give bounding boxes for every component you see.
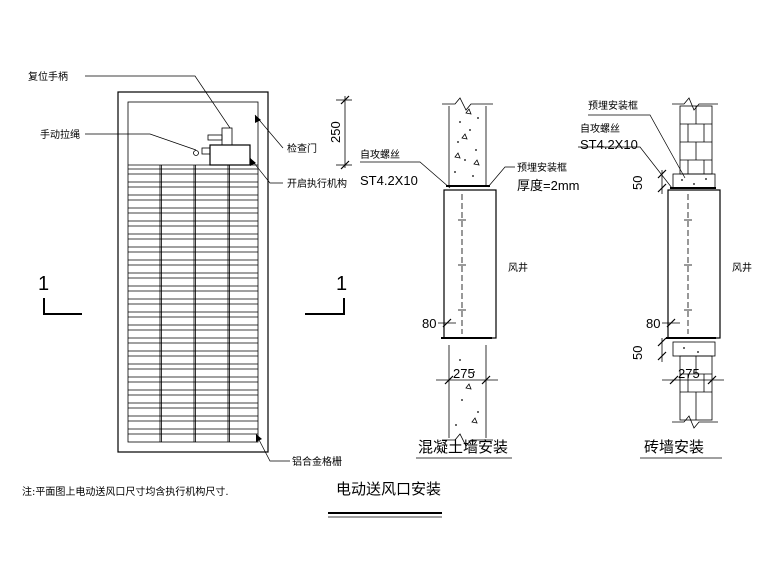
leader-screw-brick	[578, 146, 673, 189]
label-actuator: 开启执行机构	[287, 177, 347, 190]
note-text: 注:平面图上电动送风口尺寸均含执行机构尺寸.	[22, 485, 229, 498]
label-air-shaft-brick: 风井	[732, 261, 752, 274]
concrete-unit-body	[443, 189, 497, 339]
leader-grille	[255, 433, 290, 462]
label-thickness: 厚度=2mm	[517, 178, 579, 193]
leader-frame-concrete	[487, 166, 515, 188]
section-mark-right: 1	[336, 273, 347, 295]
dim-275-brick: 275	[678, 366, 700, 381]
main-title: 电动送风口安装	[336, 480, 441, 498]
leader-frame-brick	[588, 114, 686, 179]
leader-reset-handle	[85, 75, 231, 129]
dim-250-text: 250	[328, 121, 343, 143]
leader-screw-concrete	[360, 161, 451, 189]
caption-concrete-wall: 混凝土墙安装	[418, 438, 508, 456]
brick-wall-section: 预埋安装框 自攻螺丝 ST4.2X10 风井 50 80 50 275 砖墙安装	[578, 97, 752, 459]
label-frame-concrete: 预埋安装框	[517, 161, 567, 174]
leader-manual-cord	[85, 133, 197, 151]
section-symbol-right	[305, 298, 345, 315]
label-frame-brick: 预埋安装框	[588, 99, 638, 112]
section-mark-left: 1	[38, 273, 49, 295]
cord-block	[201, 147, 211, 155]
pull-cord-ring	[193, 150, 199, 156]
outer-frame	[117, 91, 269, 453]
dim-275-concrete: 275	[453, 366, 475, 381]
label-screw-spec-concrete: ST4.2X10	[360, 173, 418, 188]
dim-50-brick-top: 50	[630, 176, 645, 190]
label-screw-concrete: 自攻螺丝	[360, 148, 400, 161]
label-screw-brick: 自攻螺丝	[580, 122, 620, 135]
break-line-bottom	[442, 433, 493, 447]
leader-actuator	[249, 157, 283, 184]
label-screw-spec-brick: ST4.2X10	[580, 137, 638, 152]
label-air-shaft-concrete: 风井	[508, 261, 528, 274]
label-manual-cord: 手动拉绳	[40, 128, 80, 141]
grille-slats	[128, 168, 258, 435]
dim-50-brick-bottom: 50	[630, 346, 645, 360]
break-line-top	[442, 97, 493, 111]
concrete-wall-section: 自攻螺丝 ST4.2X10 预埋安装框 厚度=2mm 风井 80 275 混凝土…	[360, 97, 579, 459]
dim-80-brick: 80	[646, 316, 660, 331]
reset-handle	[207, 134, 223, 141]
label-reset-handle: 复位手柄	[28, 70, 68, 83]
caption-brick-wall: 砖墙安装	[644, 438, 704, 456]
brick-unit-body	[667, 189, 721, 339]
label-access-door: 检查门	[287, 142, 317, 155]
actuator-stem	[221, 127, 233, 146]
label-aluminum-grille: 铝合金格栅	[292, 455, 342, 468]
actuator-box	[209, 144, 251, 166]
dim-80-concrete: 80	[422, 316, 436, 331]
inner-frame	[127, 101, 259, 443]
section-symbol-left	[43, 298, 82, 315]
front-elevation: 复位手柄 手动拉绳 检查门 开启执行机构 铝合金格栅 250 1 1	[28, 70, 352, 468]
